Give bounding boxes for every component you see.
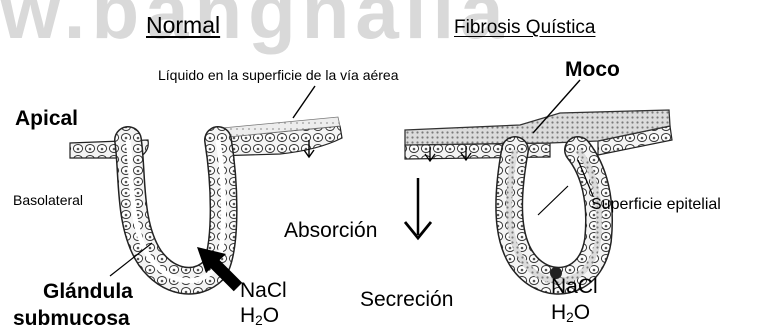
label-nacl-normal: NaCl <box>240 280 287 301</box>
airway-liquid-leader <box>293 86 315 118</box>
label-airway-liquid: Líquido en la superficie de la vía aérea <box>158 68 399 82</box>
title-normal: Normal <box>146 14 220 37</box>
label-secretion: Secreción <box>360 289 453 310</box>
label-basolateral: Basolateral <box>13 193 83 207</box>
cf-lumen-leader <box>538 186 568 215</box>
label-apical: Apical <box>15 108 78 129</box>
absorption-arrow <box>405 178 431 238</box>
label-gland-line2: submucosa <box>13 308 130 329</box>
label-gland-line1: Glándula <box>43 281 133 302</box>
label-water-normal: H2O <box>240 305 279 328</box>
label-nacl-cf: NaCl <box>551 276 598 297</box>
title-cystic-fibrosis: Fibrosis Quística <box>454 18 595 37</box>
label-mucus: Moco <box>565 59 620 80</box>
label-water-cf: H2O <box>551 302 590 325</box>
label-absorption: Absorción <box>284 220 377 241</box>
label-epithelial-surface: Superficie epitelial <box>591 197 721 213</box>
